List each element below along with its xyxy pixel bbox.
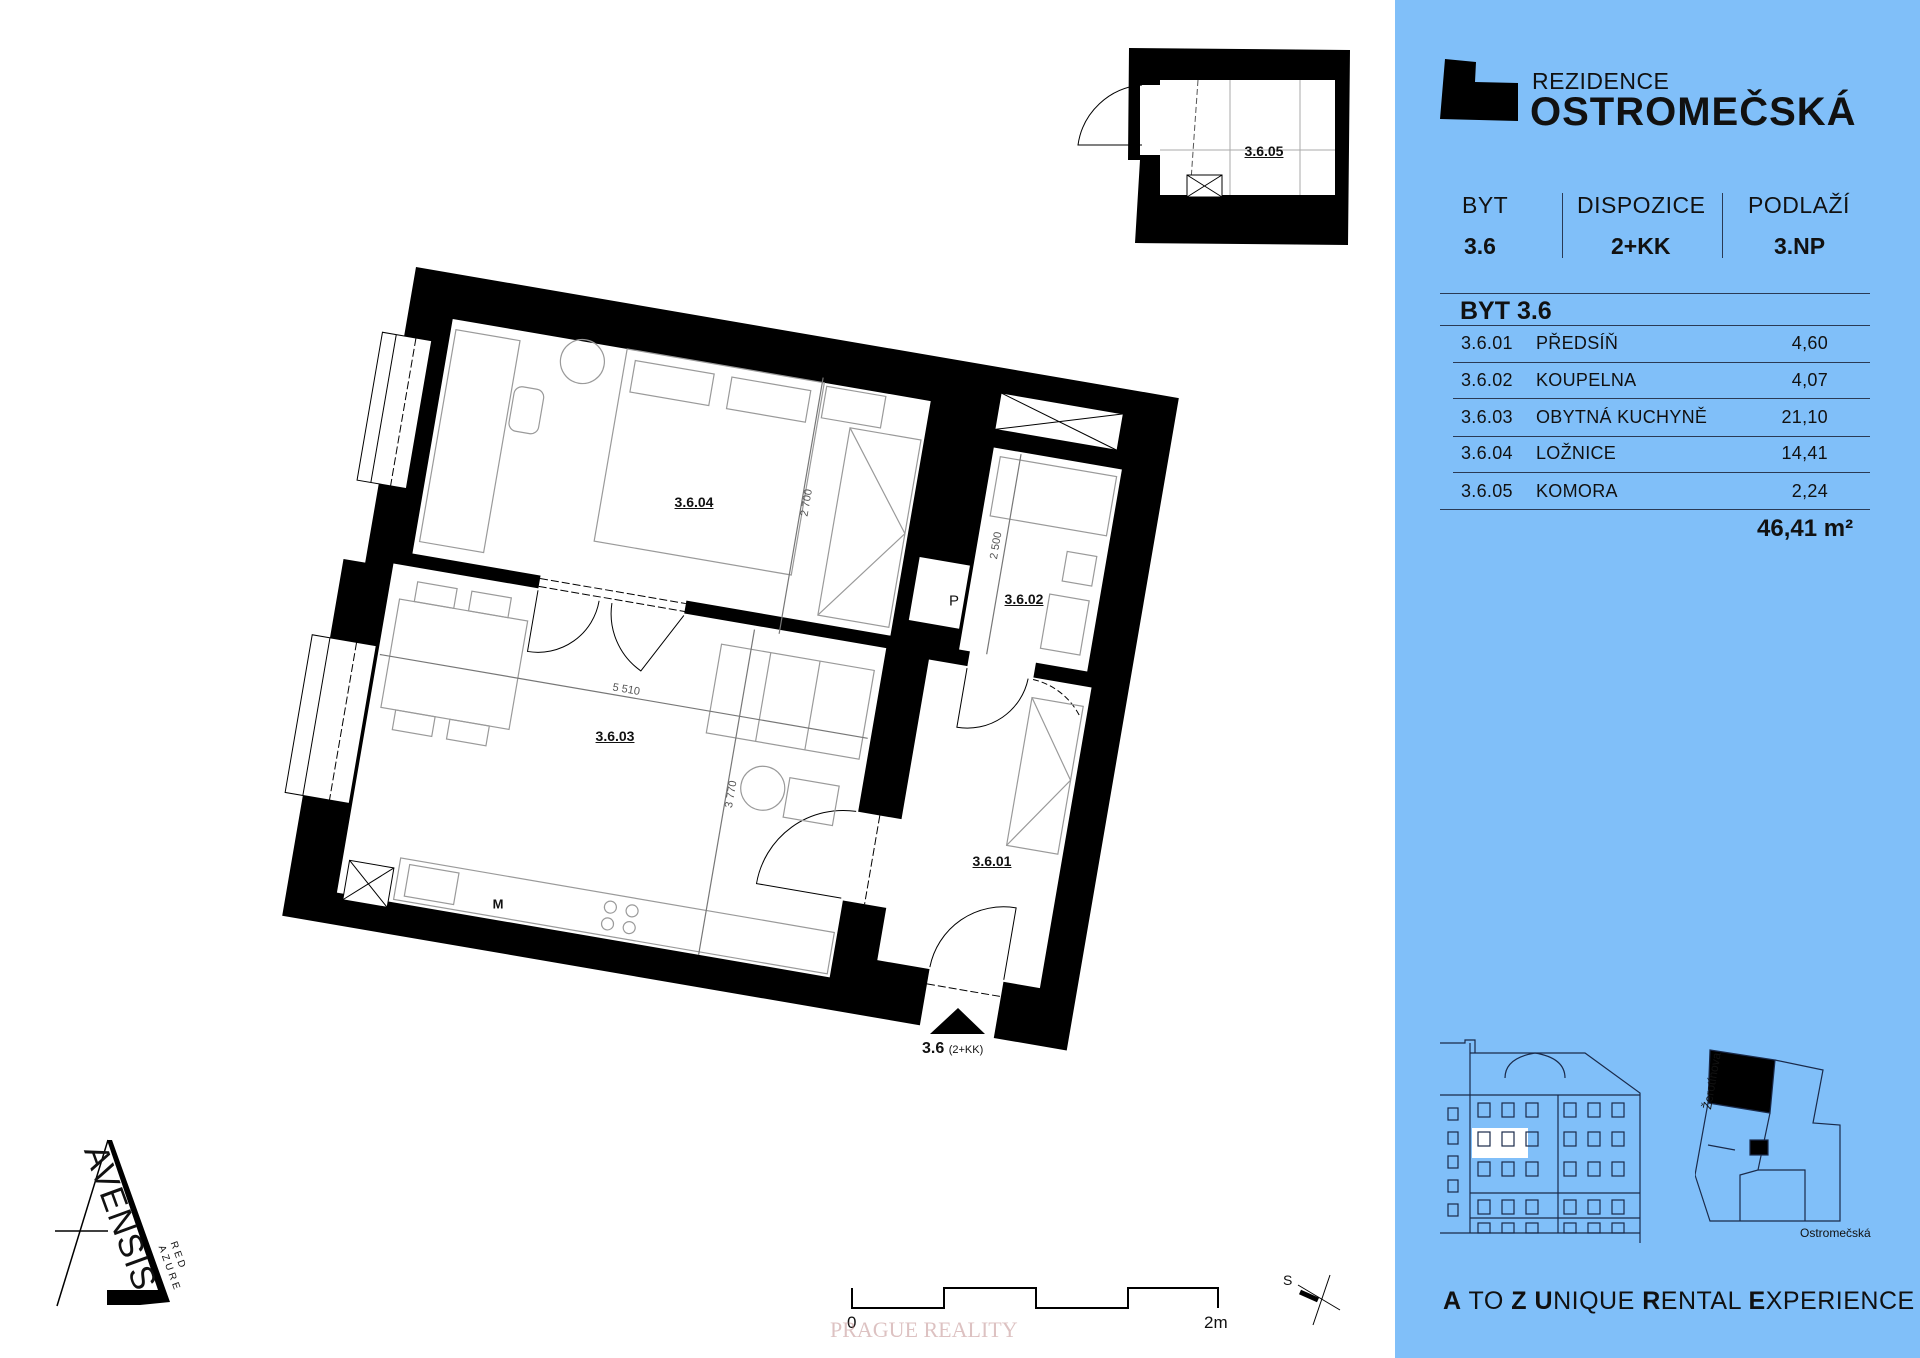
value-dispozice: 2+KK bbox=[1611, 233, 1671, 259]
entry-layout: (2+KK) bbox=[948, 1044, 984, 1056]
brand-line2: OSTROMEČSKÁ bbox=[1530, 90, 1857, 134]
room-code: 3.6.05 bbox=[1461, 481, 1513, 501]
total-area: 46,41 m² bbox=[1757, 515, 1854, 542]
room-label-3-6-02: 3.6.02 bbox=[1004, 591, 1044, 607]
building-elevation bbox=[1440, 1039, 1641, 1243]
dimension-5510: 5 510 bbox=[612, 681, 641, 697]
tagline-initial: A bbox=[1443, 1287, 1462, 1315]
room-label-3-6-01: 3.6.01 bbox=[972, 853, 1012, 869]
bathroom bbox=[959, 447, 1122, 672]
room-name: LOŽNICE bbox=[1536, 443, 1617, 463]
entry-label: 3.6 (2+KK) bbox=[922, 1040, 983, 1058]
installation-shaft bbox=[907, 555, 972, 630]
street-label-ostromecska: Ostromečská bbox=[1800, 1226, 1871, 1240]
apartment-plan: 2 700 3 770 5 510 2 500 bbox=[282, 267, 1179, 1051]
room-code: 3.6.04 bbox=[1461, 443, 1513, 463]
table-title: BYT 3.6 bbox=[1460, 297, 1552, 325]
divider bbox=[1440, 509, 1870, 510]
tagline-initial: E bbox=[1748, 1287, 1766, 1315]
brand-line1: REZIDENCE bbox=[1532, 68, 1670, 94]
room-name: PŘEDSÍŇ bbox=[1536, 333, 1619, 353]
storage-room-komora bbox=[1077, 48, 1350, 245]
north-label: S bbox=[1283, 1272, 1293, 1288]
room-name: OBYTNÁ KUCHYNĚ bbox=[1536, 407, 1708, 427]
room-area: 2,24 bbox=[1791, 481, 1828, 501]
north-arrow-icon bbox=[1297, 1274, 1341, 1326]
info-panel: REZIDENCE OSTROMEČSKÁ BYT DISPOZICE PODL… bbox=[1395, 0, 1920, 1358]
tagline-text: ENTAL bbox=[1660, 1287, 1749, 1315]
header-byt: BYT bbox=[1462, 192, 1509, 218]
site-plan bbox=[1695, 1049, 1841, 1222]
room-area: 4,60 bbox=[1791, 333, 1828, 353]
highlighted-unit bbox=[1472, 1128, 1528, 1158]
value-podlazi: 3.NP bbox=[1774, 233, 1826, 259]
room-label-3-6-03: 3.6.03 bbox=[595, 728, 635, 744]
tagline-initial: U bbox=[1534, 1287, 1554, 1315]
dimension-2700: 2 700 bbox=[798, 488, 814, 517]
divider bbox=[1440, 293, 1870, 294]
divider bbox=[1453, 398, 1870, 399]
room-name: KOMORA bbox=[1536, 481, 1618, 501]
tagline: A TO Z UNIQUE RENTAL EXPERIENCE bbox=[1443, 1287, 1915, 1316]
avensis-logo bbox=[55, 1139, 170, 1307]
room-label-3-6-05: 3.6.05 bbox=[1244, 143, 1284, 159]
shaft-label: P bbox=[948, 592, 960, 610]
divider bbox=[1562, 193, 1563, 258]
divider bbox=[1453, 362, 1870, 363]
room-code: 3.6.03 bbox=[1461, 407, 1513, 427]
tagline-text: TO bbox=[1461, 1287, 1512, 1315]
header-dispozice: DISPOZICE bbox=[1577, 192, 1706, 218]
scale-bar bbox=[851, 1287, 1219, 1309]
scale-end-label: 2m bbox=[1204, 1313, 1228, 1332]
header-podlazi: PODLAŽÍ bbox=[1748, 192, 1850, 218]
floor-plan: 2 700 3 770 5 510 2 500 bbox=[55, 48, 1350, 1326]
tagline-text: NIQUE bbox=[1553, 1287, 1643, 1315]
hallway bbox=[877, 659, 1092, 989]
room-label-3-6-04: 3.6.04 bbox=[674, 494, 714, 510]
microwave-label: M bbox=[492, 896, 504, 912]
furniture bbox=[379, 328, 1118, 975]
room-code: 3.6.02 bbox=[1461, 370, 1513, 390]
bedroom bbox=[412, 318, 931, 636]
entry-unit: 3.6 bbox=[922, 1040, 945, 1057]
tagline-initial: Z bbox=[1511, 1287, 1528, 1315]
divider bbox=[1453, 472, 1870, 473]
divider bbox=[1722, 193, 1723, 258]
entry-arrow-icon bbox=[930, 1008, 985, 1034]
tagline-initial: R bbox=[1642, 1287, 1661, 1315]
dimension-3770: 3 770 bbox=[723, 780, 739, 809]
room-area: 4,07 bbox=[1791, 370, 1828, 390]
divider bbox=[1440, 325, 1870, 326]
scale-start-label: 0 bbox=[847, 1313, 857, 1332]
divider bbox=[1453, 436, 1870, 437]
room-area: 14,41 bbox=[1781, 443, 1828, 463]
room-code: 3.6.01 bbox=[1461, 333, 1513, 353]
living-kitchen bbox=[336, 563, 887, 978]
tagline-text bbox=[1527, 1287, 1534, 1315]
tagline-text: XPERIENCE bbox=[1765, 1287, 1915, 1315]
room-area: 21,10 bbox=[1781, 407, 1828, 427]
value-byt: 3.6 bbox=[1464, 233, 1496, 259]
room-name: KOUPELNA bbox=[1536, 370, 1637, 390]
dimension-2500: 2 500 bbox=[988, 531, 1004, 560]
watermark: PRAGUE REALITY bbox=[830, 1317, 1018, 1342]
brand-logo-icon bbox=[1440, 59, 1518, 121]
windows bbox=[1447, 1102, 1625, 1234]
